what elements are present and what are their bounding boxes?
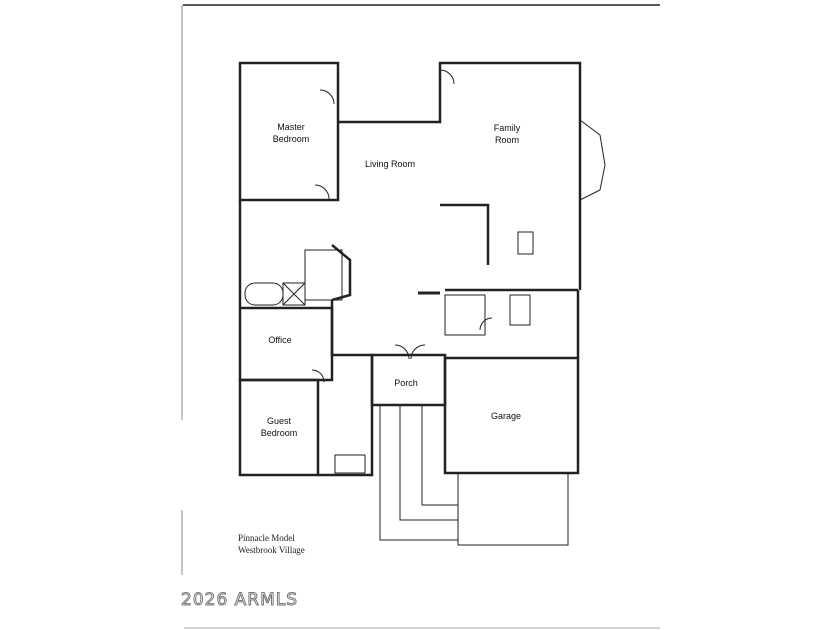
interior-details [244,69,606,546]
guest-bedroom-label-line1: Guest [267,416,292,426]
garage-label: Garage [491,411,521,421]
master-bedroom-label-line1: Master [277,122,305,132]
family-room-label-line1: Family [494,123,521,133]
living-room-label: Living Room [365,159,415,169]
office-label: Office [268,335,291,345]
master-bedroom-label-line2: Bedroom [273,134,310,144]
copyright-watermark: 2026 ARMLS [180,590,299,611]
porch-label: Porch [394,378,418,388]
family-room-label-line2: Room [495,135,519,145]
guest-bedroom-label-line2: Bedroom [261,428,298,438]
caption-model: Pinnacle Model [238,533,295,543]
caption-village: Westbrook Village [238,545,305,555]
